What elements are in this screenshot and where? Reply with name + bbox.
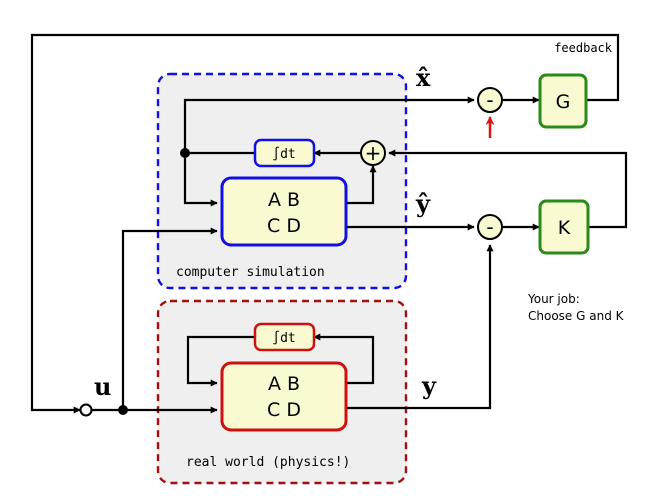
your-job-line1: Your job: [527,292,580,306]
real-integrator-block: ∫dt [253,322,316,352]
minus-sign-top: - [486,88,493,112]
input-switch-node [79,403,93,417]
computer-simulation-label: computer simulation [176,265,325,280]
simulation-abcd-block: A B C D [220,176,348,247]
gain-g-label: G [556,91,571,113]
y-hat-label: ŷ [415,189,431,218]
minus-junction-top: - [477,87,503,113]
input-branch-dot [118,405,128,415]
wires [30,33,628,414]
x-hat-label: x̂ [416,63,431,92]
simulation-matrix-row1: A B [268,189,300,211]
real-abcd-block: A B C D [220,361,348,432]
real-matrix-row2: C D [267,399,301,421]
gain-k-block: K [538,199,590,255]
simulation-integrator-label: ∫dt [272,146,295,162]
real-integrator-label: ∫dt [272,330,295,346]
feedback-label: feedback [554,41,613,55]
integrator-branch-dot [180,148,190,158]
simulation-integrator-block: ∫dt [253,138,316,168]
y-label: y [421,371,437,400]
plus-junction: + [360,140,386,166]
minus-junction-bottom: - [477,214,503,240]
simulation-matrix-row2: C D [267,215,301,237]
your-job-line2: Choose G and K [528,309,625,323]
u-label: u [94,372,111,401]
gain-k-label: K [558,217,571,239]
minus-sign-bottom: - [486,215,493,239]
real-matrix-row1: A B [268,373,300,395]
real-world-label: real world (physics!) [186,455,350,470]
plus-sign: + [365,141,382,165]
gain-g-block: G [538,73,588,129]
